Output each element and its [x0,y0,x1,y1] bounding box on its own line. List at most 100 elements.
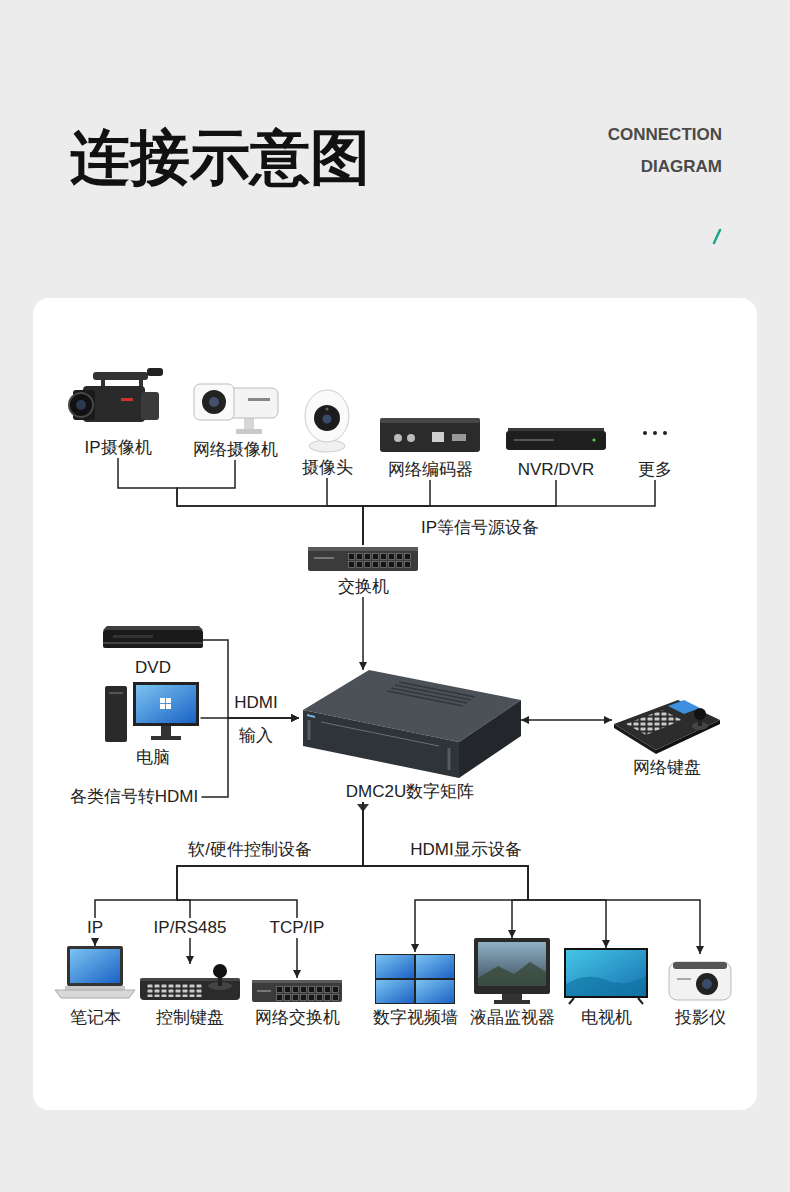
dvd-player-icon-part [103,642,203,644]
device-label: 摄像头 [299,458,356,478]
accent-slash [714,230,720,243]
matrix-device-icon [303,670,521,778]
page-title: 连接示意图 [70,125,370,191]
device-label: NVR/DVR [506,460,606,480]
encoder-icon-part [380,418,480,423]
network-keyboard-icon-part [614,700,720,750]
control-keyboard-icon-part [140,978,240,981]
network-keyboard-icon-part [694,708,706,720]
switch-icon [308,547,418,571]
matrix-device-icon-part [303,710,459,778]
video-wall-icon-part [416,955,454,978]
ellipsis-dots-part [653,431,657,435]
annotation: CONNECTION [608,125,722,145]
device-label: DVD [103,658,203,678]
connector [177,802,363,978]
device-label: IP摄像机 [73,438,163,458]
switch-icon-part [348,553,412,569]
network-switch-icon-part [257,990,271,992]
annotation: IP等信号源设备 [421,518,539,538]
camcorder-icon [69,368,163,422]
encoder-icon-part [380,418,480,452]
lcd-monitor-icon-part [502,994,522,1000]
device-label: DMC2U数字矩阵 [299,782,521,802]
matrix-device-icon-part [308,720,311,740]
laptop-icon-part [70,949,120,983]
network-keyboard-icon-part [626,710,682,735]
control-keyboard-icon [140,964,240,1000]
device-node: DMC2U数字矩阵 [299,670,521,802]
lcd-monitor-icon-part [494,1000,530,1004]
device-node: 网络摄像机 [188,380,283,460]
computer-icon-part [133,682,199,726]
device-label: 电脑 [106,748,201,768]
dome-camera-icon-part [314,405,340,431]
connector [363,802,700,954]
video-wall-icon-part [416,980,454,1003]
device-node: 网络交换机 [252,978,343,1028]
connector [177,802,363,964]
tv-icon-part [564,948,648,998]
nvr-icon-part [514,439,554,441]
connector [363,480,655,545]
computer-icon-part [161,726,171,736]
switch-icon-part [308,547,418,551]
tv-icon-part [566,950,646,996]
projector-icon [669,962,731,1000]
matrix-device-icon-part [448,748,451,770]
device-label: 网络交换机 [252,1008,343,1028]
lcd-monitor-icon-part [478,942,546,986]
computer-icon-part [151,736,181,740]
device-label: 投影仪 [667,1008,733,1028]
device-label: 控制键盘 [140,1008,240,1028]
annotation: DIAGRAM [641,157,722,177]
device-label: 网络摄像机 [188,440,283,460]
computer-icon-part [105,686,127,742]
device-node: 控制键盘 [140,964,240,1028]
dvd-player-icon-part [103,626,203,630]
encoder-icon [380,418,480,452]
control-keyboard-icon-part [213,964,227,978]
connector [363,802,606,948]
matrix-device-icon-part-part [399,682,475,697]
camcorder-icon-part [121,398,133,401]
connector [202,718,300,797]
ellipsis-dots-part [663,431,667,435]
bullet-camera-icon-part [236,429,262,434]
matrix-device-icon-part-part [395,685,471,700]
bullet-camera-icon-part [209,397,219,407]
device-label: 电视机 [564,1008,648,1028]
laptop-icon-part [67,946,123,986]
matrix-device-icon-part [459,700,521,778]
laptop-icon [55,946,135,998]
network-keyboard-icon [614,700,720,754]
connector [95,802,363,946]
nvr-icon-part [592,438,595,441]
device-node: 网络编码器 [380,414,480,480]
device-label: 数字视频墙 [370,1008,461,1028]
device-label: 网络键盘 [612,758,722,778]
tv-icon-part [569,998,643,1004]
lcd-monitor-icon-part [474,938,550,994]
lcd-monitor-icon [474,938,550,1004]
connector [203,640,299,718]
video-wall-icon [375,954,455,1004]
device-node: 笔记本 [55,946,135,1028]
dome-camera-icon [305,390,349,452]
projector-icon-part [702,979,712,989]
computer-icon-part [160,704,165,709]
device-node: 电脑 [106,682,201,768]
switch-icon-part [308,547,418,571]
device-node: NVR/DVR [506,424,606,480]
connector [363,480,430,545]
laptop-icon-part [55,990,135,998]
device-label: 更多 [635,460,675,480]
ellipsis-dots-part [643,431,647,435]
device-node: 网络键盘 [612,692,722,778]
computer-icon-part [109,692,123,694]
network-switch-icon [252,980,342,1002]
bullet-camera-icon-part [194,384,234,420]
device-label: 液晶监视器 [467,1008,558,1028]
device-node: 交换机 [308,545,418,597]
bullet-camera-icon-part [202,390,226,414]
